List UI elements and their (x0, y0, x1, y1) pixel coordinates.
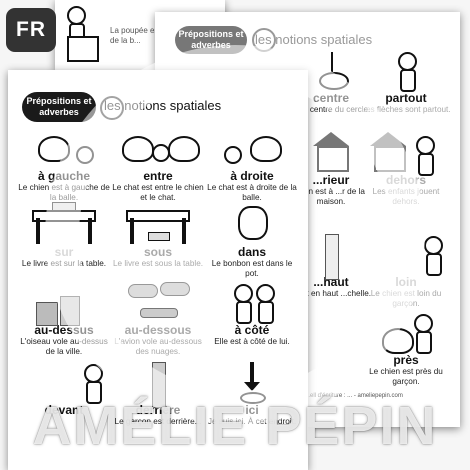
cell-entre: entre Le chat est entre le chien et le c… (112, 128, 204, 202)
cell-sous: sous Le livre est sous la table. (112, 200, 204, 269)
mid-cell-loin: loin Le chien est loin du garçon. (360, 234, 452, 308)
mid-cell-partout: partout Les flèches sont partout. (360, 50, 452, 115)
front-header-title: les notions spatiales (104, 98, 222, 113)
mid-cell-dehors: dehors Les enfants jouent dehors. (360, 132, 452, 206)
cell-au-dessus: au-dessus L'oiseau vole au-dessus de la … (18, 282, 110, 356)
front-header-icon (100, 96, 124, 120)
mid-cell-interieur: ...rieur ...on est à ...r de la maison. (285, 132, 377, 206)
cell-a-cote: à côté Elle est à côté de lui. (206, 282, 298, 347)
mid-header-pill: Prépositions et adverbes (175, 26, 247, 54)
mid-header-title: les notions spatiales (255, 32, 373, 47)
front-header-pill: Prépositions et adverbes (22, 92, 96, 122)
mid-cell-pres: près Le chien est près du garçon. (360, 312, 452, 386)
author-watermark: AMÉLIE PÉPIN (32, 396, 438, 456)
cell-a-gauche: à gauche Le chien est à gauche de la bal… (18, 128, 110, 202)
language-badge: FR (6, 8, 56, 52)
mid-cell-en-haut: ...haut ...est en haut ...chelle. (285, 234, 377, 299)
box-illustration (67, 36, 99, 62)
cell-a-droite: à droite Le chat est à droite de la ball… (206, 128, 298, 202)
cell-dans: dans Le bonbon est dans le pot. (206, 200, 298, 278)
back-line-1: La poupée est... (110, 26, 168, 35)
back-line-2: de la b... (110, 36, 141, 45)
cell-sur: sur Le livre est sur la table. (18, 200, 110, 269)
cell-au-dessous: au-dessous L'avion vole au-dessous des n… (112, 282, 204, 356)
